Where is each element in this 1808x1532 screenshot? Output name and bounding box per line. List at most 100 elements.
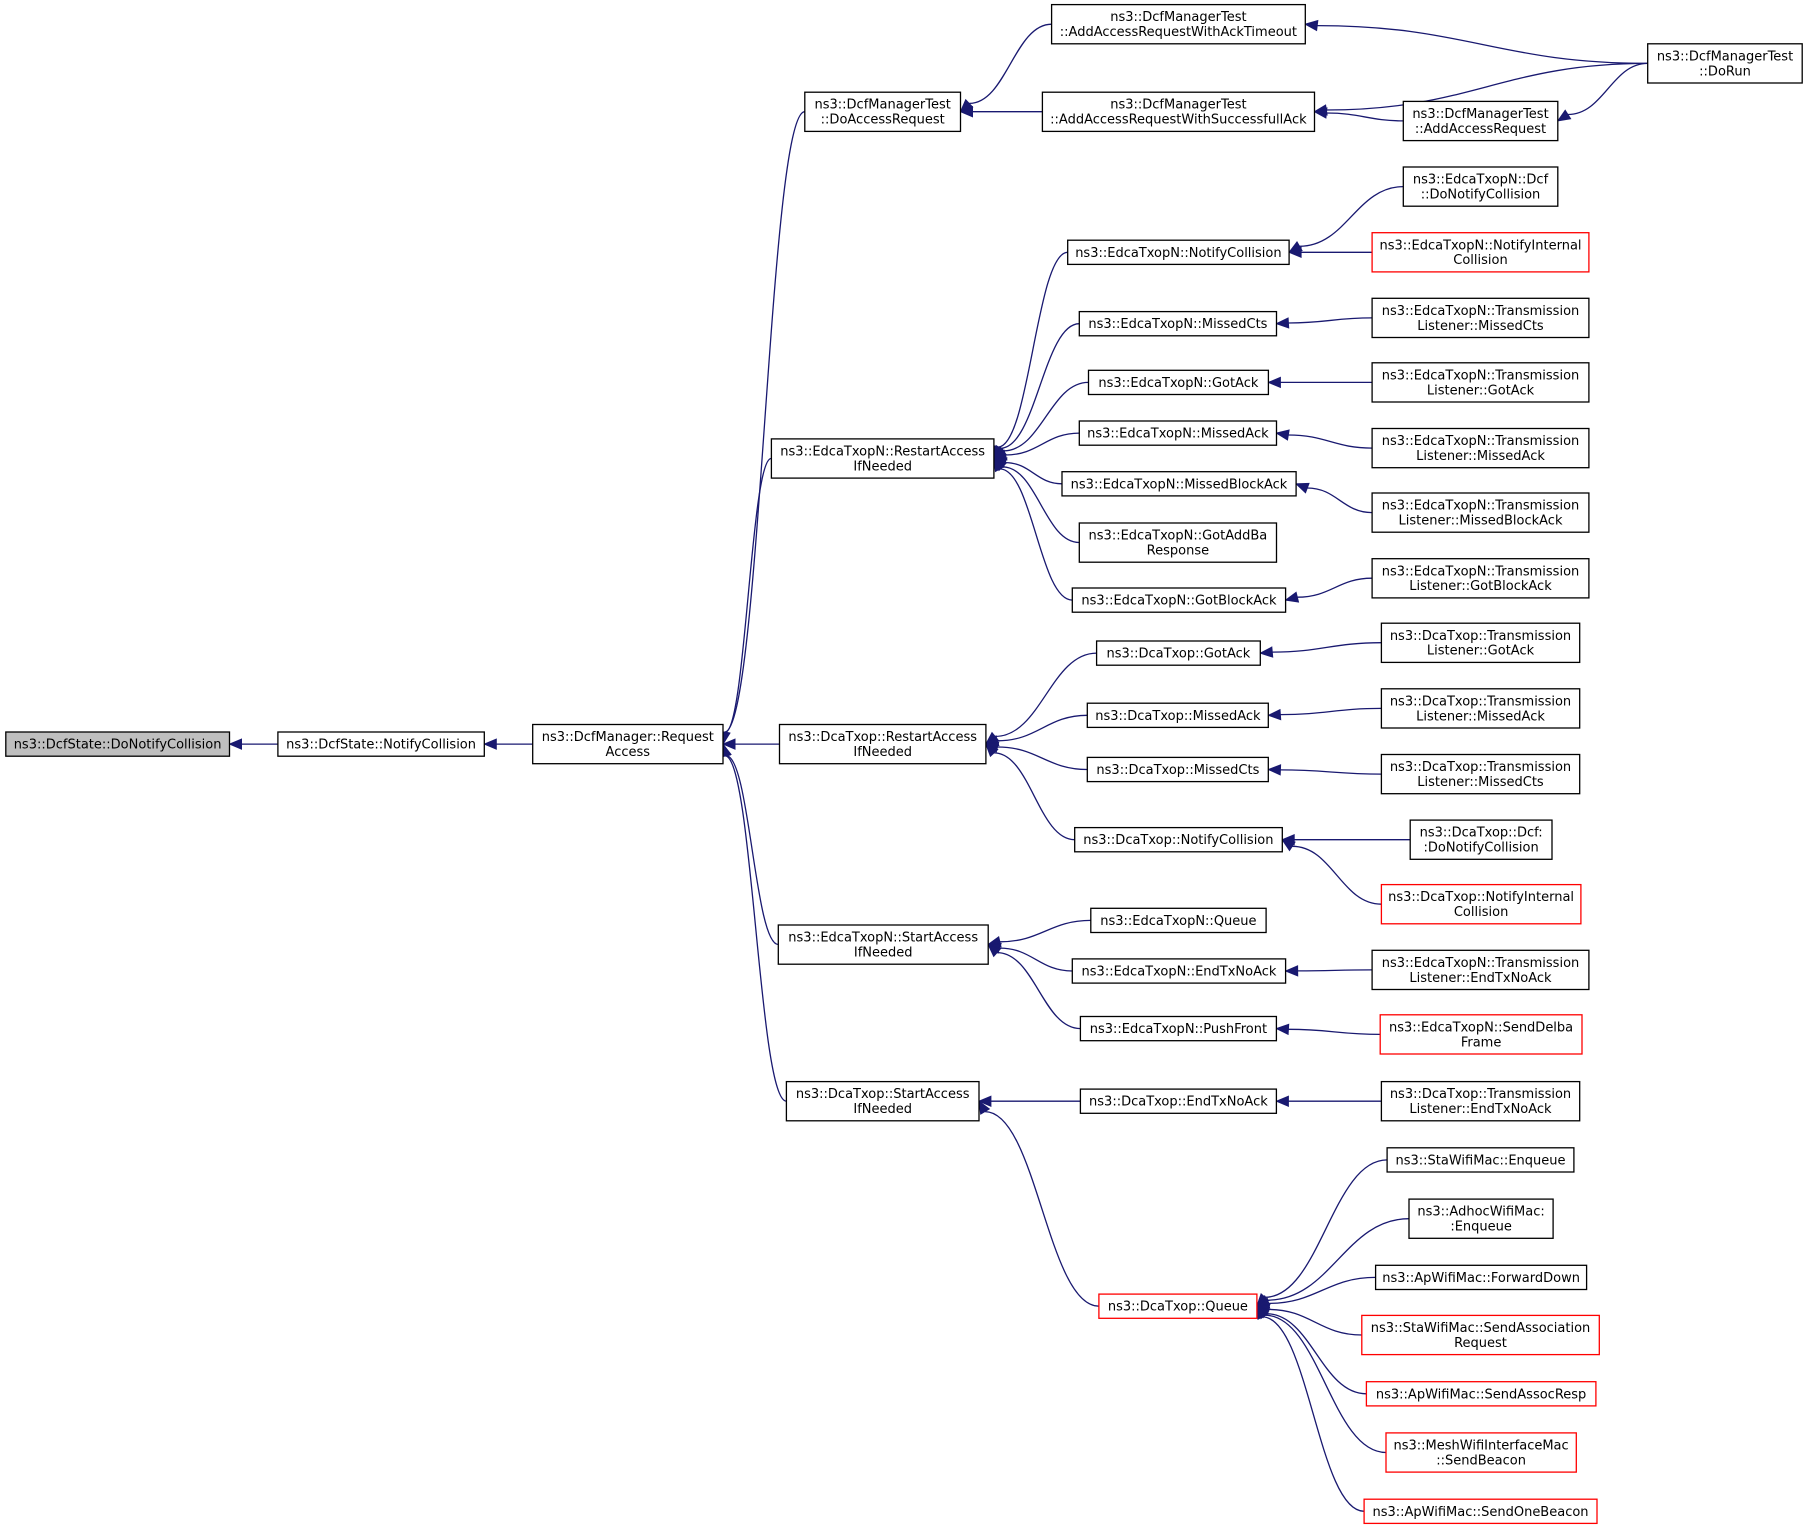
graph-node[interactable]: ns3::DcaTxop::TransmissionListener::Miss… (1380, 688, 1581, 729)
node-box (1095, 640, 1261, 666)
edge-n46-calls-n42 (1268, 1308, 1362, 1336)
graph-node[interactable]: ns3::DcaTxop::MissedAck (1086, 702, 1269, 729)
node-label: Collision (1453, 253, 1507, 268)
graph-node[interactable]: ns3::EdcaTxopN::MissedCts (1078, 310, 1278, 337)
edge-n14-calls-n8 (1003, 381, 1089, 452)
node-box (1380, 688, 1581, 729)
graph-node[interactable]: ns3::DcaTxop::GotAck (1095, 640, 1261, 666)
node-label: ns3::EdcaTxopN::MissedCts (1088, 317, 1267, 332)
edge-n28-calls-n23 (997, 746, 1088, 771)
graph-node[interactable]: ns3::EdcaTxopN::NotifyCollision (1067, 239, 1290, 266)
graph-node[interactable]: ns3::DcaTxop::Queue (1098, 1293, 1258, 1319)
node-box (770, 438, 995, 479)
node-box (1371, 558, 1590, 599)
arrowhead-icon (1284, 965, 1299, 977)
node-box (1402, 166, 1559, 207)
graph-node[interactable]: ns3::DcaTxop::TransmissionListener::Miss… (1380, 753, 1581, 795)
node-label: ::DoRun (1699, 64, 1751, 79)
graph-node[interactable]: ns3::EdcaTxopN::GotBlockAck (1071, 587, 1287, 613)
node-label: ::AddAccessRequestWithAckTimeout (1060, 25, 1297, 40)
edge-n39-calls-n2 (724, 755, 787, 1102)
arrowhead-icon (1275, 429, 1290, 441)
node-label: ns3::EdcaTxopN::Transmission (1382, 304, 1580, 319)
edge-n21-calls-n8 (999, 468, 1073, 601)
graph-node[interactable]: ns3::DcfManagerTest::AddAccessRequest (1402, 100, 1559, 142)
node-label: ns3::EdcaTxopN::NotifyCollision (1075, 246, 1281, 261)
graph-node[interactable]: ns3::ApWifiMac::ForwardDown (1374, 1264, 1588, 1291)
graph-node[interactable]: ns3::DcfManagerTest::DoRun (1647, 43, 1803, 84)
node-label: Listener::EndTxNoAck (1409, 1102, 1552, 1117)
node-label: ns3::DcaTxop::RestartAccess (788, 730, 977, 745)
node-label: ns3::DcaTxop::GotAck (1106, 647, 1250, 662)
graph-node[interactable]: ns3::AdhocWifiMac::Enqueue (1408, 1198, 1554, 1239)
edge-n13-calls-n12 (1288, 317, 1373, 324)
node-label: ns3::EdcaTxopN::GotAck (1098, 376, 1258, 391)
graph-node[interactable]: ns3::EdcaTxopN::TransmissionListener::Mi… (1371, 297, 1590, 339)
graph-node[interactable]: ns3::DcfManagerTest::AddAccessRequestWit… (1050, 3, 1306, 45)
graph-node[interactable]: ns3::EdcaTxopN::MissedBlockAck (1061, 471, 1297, 497)
graph-node[interactable]: ns3::EdcaTxopN::TransmissionListener::Go… (1371, 362, 1590, 403)
node-label: Listener::GotAck (1427, 383, 1535, 398)
graph-node[interactable]: ns3::ApWifiMac::SendOneBeacon (1363, 1498, 1598, 1525)
graph-node[interactable]: ns3::EdcaTxopN::TransmissionListener::Go… (1371, 558, 1590, 599)
graph-node[interactable]: ns3::EdcaTxopN::Dcf::DoNotifyCollision (1402, 166, 1559, 207)
node-box (1371, 949, 1590, 991)
graph-node[interactable]: ns3::DcaTxop::TransmissionListener::GotA… (1380, 622, 1581, 664)
node-box (1371, 362, 1590, 403)
node-label: Listener::EndTxNoAck (1409, 971, 1552, 986)
graph-node[interactable]: ns3::EdcaTxopN::Queue (1090, 907, 1267, 934)
arrowhead-icon (985, 743, 999, 758)
node-box (1050, 3, 1306, 45)
node-label: ns3::DcfManagerTest (815, 98, 951, 113)
node-label: ns3::EdcaTxopN::Transmission (1382, 434, 1580, 449)
node-box (1647, 43, 1803, 84)
arrowhead-icon (977, 1095, 992, 1107)
node-label: ns3::ApWifiMac::SendOneBeacon (1372, 1505, 1588, 1520)
edge-n10-calls-n9 (1299, 185, 1404, 247)
node-label: ns3::EdcaTxopN::Transmission (1382, 499, 1580, 514)
graph-node[interactable]: ns3::StaWifiMac::Enqueue (1386, 1147, 1575, 1173)
graph-node[interactable]: ns3::EdcaTxopN::GotAck (1087, 369, 1270, 396)
graph-node[interactable]: ns3::DcfState::NotifyCollision (277, 731, 485, 757)
edge-n30-calls-n23 (993, 752, 1075, 841)
graph-node[interactable]: ns3::EdcaTxopN::PushFront (1079, 1015, 1278, 1042)
graph-node[interactable]: ns3::DcfManagerTest::AddAccessRequestWit… (1041, 91, 1316, 133)
graph-node[interactable]: ns3::MeshWifiInterfaceMac::SendBeacon (1385, 1432, 1577, 1473)
graph-node[interactable]: ns3::EdcaTxopN::EndTxNoAck (1071, 958, 1287, 984)
node-label: IfNeeded (853, 745, 912, 760)
graph-node[interactable]: ns3::EdcaTxopN::MissedAck (1078, 420, 1278, 446)
node-label: ns3::DcaTxop::MissedCts (1096, 763, 1259, 778)
graph-node[interactable]: ns3::EdcaTxopN::TransmissionListener::En… (1371, 949, 1590, 991)
node-label: ns3::EdcaTxopN::StartAccess (788, 931, 978, 946)
graph-node[interactable]: ns3::DcfManagerTest::DoAccessRequest (804, 91, 962, 133)
arrowhead-icon (1267, 376, 1281, 389)
graph-node[interactable]: ns3::DcaTxop::MissedCts (1086, 756, 1269, 783)
graph-node[interactable]: ns3::EdcaTxopN::TransmissionListener::Mi… (1371, 427, 1590, 469)
node-label: ns3::DcaTxop::Queue (1108, 1300, 1248, 1315)
graph-node[interactable]: ns3::DcaTxop::EndTxNoAck (1079, 1088, 1278, 1114)
node-box (1402, 100, 1559, 142)
arrowhead-icon (1556, 109, 1572, 122)
node-box (1385, 1432, 1577, 1473)
graph-node[interactable]: ns3::DcaTxop::Dcf::DoNotifyCollision (1409, 819, 1553, 860)
node-label: ns3::EdcaTxopN::NotifyInternal (1379, 238, 1581, 253)
node-label: ns3::DcaTxop::MissedAck (1095, 709, 1261, 724)
graph-node[interactable]: ns3::ApWifiMac::SendAssocResp (1365, 1381, 1597, 1407)
graph-node[interactable]: ns3::DcaTxop::TransmissionListener::EndT… (1380, 1080, 1581, 1122)
node-label: ns3::EdcaTxopN::Transmission (1382, 368, 1580, 383)
graph-node[interactable]: ns3::DcaTxop::NotifyCollision (1074, 826, 1283, 853)
node-label: Access (606, 745, 651, 760)
node-box (1079, 1088, 1278, 1114)
graph-node[interactable]: ns3::EdcaTxopN::TransmissionListener::Mi… (1371, 492, 1590, 533)
arrowhead-icon (987, 943, 1002, 958)
